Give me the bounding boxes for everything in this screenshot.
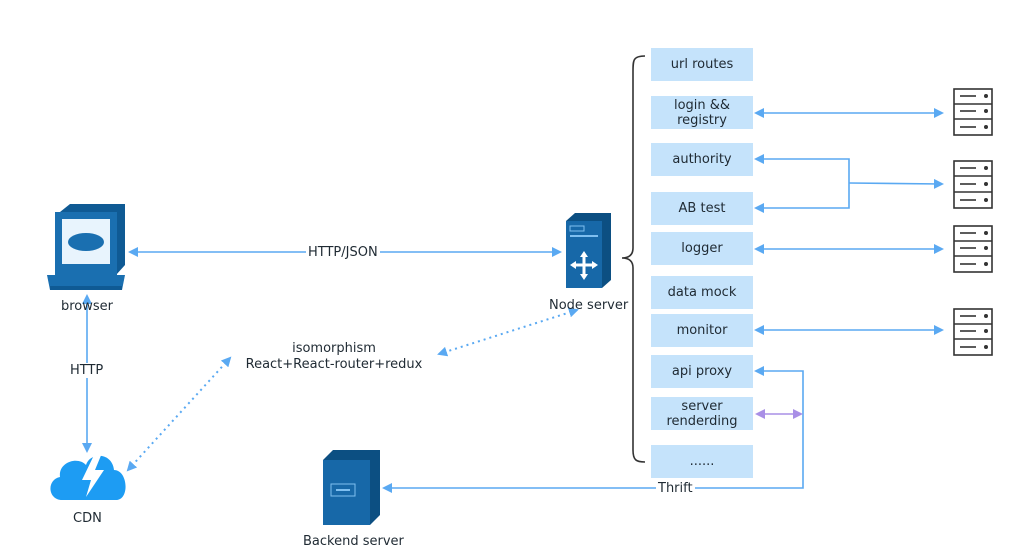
module-authority: authority — [651, 143, 753, 176]
server-tower-icon — [566, 213, 611, 288]
server-tower-icon — [323, 450, 380, 525]
backend-server-label: Backend server — [303, 534, 404, 549]
laptop-cloud-icon — [47, 204, 125, 290]
module-data-mock: data mock — [651, 276, 753, 309]
server-rack-icon — [953, 88, 993, 136]
cloud-lightning-icon — [50, 453, 126, 500]
module-ab-test: AB test — [651, 192, 753, 225]
module-api-proxy: api proxy — [651, 355, 753, 388]
server-rack-icon — [953, 308, 993, 356]
module-server-rendering: server renderding — [651, 397, 753, 430]
isomorphism-stack: React+React-router+redux — [245, 357, 423, 372]
http-label: HTTP — [68, 363, 106, 378]
isomorphism-link-node — [437, 307, 579, 357]
module-url-routes: url routes — [651, 48, 753, 81]
cdn-label: CDN — [73, 511, 102, 526]
module-more: ...... — [651, 445, 753, 478]
thrift-label: Thrift — [656, 481, 695, 496]
authority-connector — [754, 154, 850, 213]
isomorphism-link-cdn — [126, 356, 232, 472]
thrift-connector — [382, 366, 804, 493]
module-monitor: monitor — [651, 314, 753, 347]
ab-test-storage-connector — [848, 178, 944, 189]
module-group-brace — [621, 55, 646, 463]
node-server-label: Node server — [549, 298, 629, 313]
module-login-registry: login && registry — [651, 96, 753, 129]
isomorphism-title: isomorphism — [292, 341, 376, 356]
http-json-label: HTTP/JSON — [306, 245, 380, 260]
server-rack-icon — [953, 225, 993, 273]
server-rack-icon — [953, 160, 993, 209]
browser-label: browser — [61, 299, 114, 314]
module-logger: logger — [651, 232, 753, 265]
